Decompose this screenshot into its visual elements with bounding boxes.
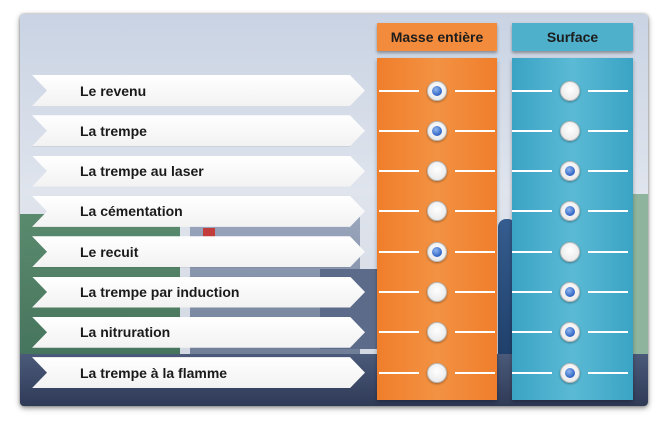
radio-masse-la-trempe-au-laser[interactable] bbox=[427, 161, 447, 182]
column-surface bbox=[512, 58, 633, 400]
connector-line bbox=[379, 331, 419, 334]
connector-line bbox=[379, 210, 419, 213]
column-header-surface: Surface bbox=[512, 23, 633, 51]
connector-line bbox=[455, 89, 495, 92]
column-header-masse-entiere: Masse entière bbox=[377, 23, 497, 51]
radio-masse-la-trempe[interactable] bbox=[427, 120, 447, 141]
connector-line bbox=[455, 129, 495, 132]
row-label-la-trempe-a-la-flamme: La trempe à la flamme bbox=[32, 357, 365, 389]
radio-masse-la-trempe-a-la-flamme[interactable] bbox=[427, 362, 447, 383]
connector-line bbox=[588, 170, 628, 173]
connector-line bbox=[588, 250, 628, 253]
connector-line bbox=[455, 210, 495, 213]
radio-masse-le-revenu[interactable] bbox=[427, 80, 447, 101]
connector-line bbox=[512, 170, 552, 173]
row-label-le-revenu: Le revenu bbox=[32, 75, 365, 106]
connector-line bbox=[588, 89, 628, 92]
quiz-frame: Masse entière Surface Le revenu La trempe… bbox=[20, 14, 648, 406]
row-label-la-trempe-au-laser: La trempe au laser bbox=[32, 155, 365, 187]
connector-line bbox=[512, 250, 552, 253]
connector-line bbox=[512, 89, 552, 92]
row-label-la-cementation: La cémentation bbox=[32, 195, 365, 227]
connector-line bbox=[512, 129, 552, 132]
connector-line bbox=[588, 129, 628, 132]
radio-surface-la-trempe[interactable] bbox=[560, 120, 580, 141]
row-label-la-trempe: La trempe bbox=[32, 115, 365, 147]
connector-line bbox=[455, 250, 495, 253]
connector-line bbox=[379, 250, 419, 253]
connector-line bbox=[512, 331, 552, 334]
radio-masse-la-cementation[interactable] bbox=[427, 201, 447, 222]
connector-line bbox=[379, 89, 419, 92]
radio-surface-la-trempe-a-la-flamme[interactable] bbox=[560, 362, 580, 383]
connector-line bbox=[455, 331, 495, 334]
connector-line bbox=[455, 291, 495, 293]
radio-surface-la-trempe-au-laser[interactable] bbox=[560, 161, 580, 182]
connector-line bbox=[512, 210, 552, 213]
connector-line bbox=[588, 331, 628, 334]
connector-line bbox=[379, 371, 419, 374]
row-label-la-nitruration: La nitruration bbox=[32, 316, 365, 348]
background-sign bbox=[203, 228, 215, 238]
radio-masse-la-nitruration[interactable] bbox=[427, 322, 447, 343]
radio-masse-le-recuit[interactable] bbox=[427, 241, 447, 262]
radio-surface-la-nitruration[interactable] bbox=[560, 322, 580, 343]
connector-line bbox=[588, 371, 628, 374]
radio-surface-la-trempe-par-induction[interactable] bbox=[560, 282, 580, 302]
radio-surface-la-cementation[interactable] bbox=[560, 201, 580, 222]
connector-line bbox=[455, 371, 495, 374]
radio-surface-le-revenu[interactable] bbox=[560, 80, 580, 101]
connector-line bbox=[379, 129, 419, 132]
connector-line bbox=[379, 170, 419, 173]
connector-line bbox=[455, 170, 495, 173]
connector-line bbox=[588, 210, 628, 213]
connector-line bbox=[588, 291, 628, 293]
background-person bbox=[498, 219, 516, 359]
row-label-le-recuit: Le recuit bbox=[32, 236, 365, 268]
connector-line bbox=[512, 291, 552, 293]
background-scenery bbox=[632, 194, 648, 364]
column-masse-entiere bbox=[377, 58, 497, 400]
row-label-la-trempe-par-induction: La trempe par induction bbox=[32, 276, 365, 308]
radio-masse-la-trempe-par-induction[interactable] bbox=[427, 282, 447, 302]
connector-line bbox=[512, 371, 552, 374]
connector-line bbox=[379, 291, 419, 293]
radio-surface-le-recuit[interactable] bbox=[560, 241, 580, 262]
